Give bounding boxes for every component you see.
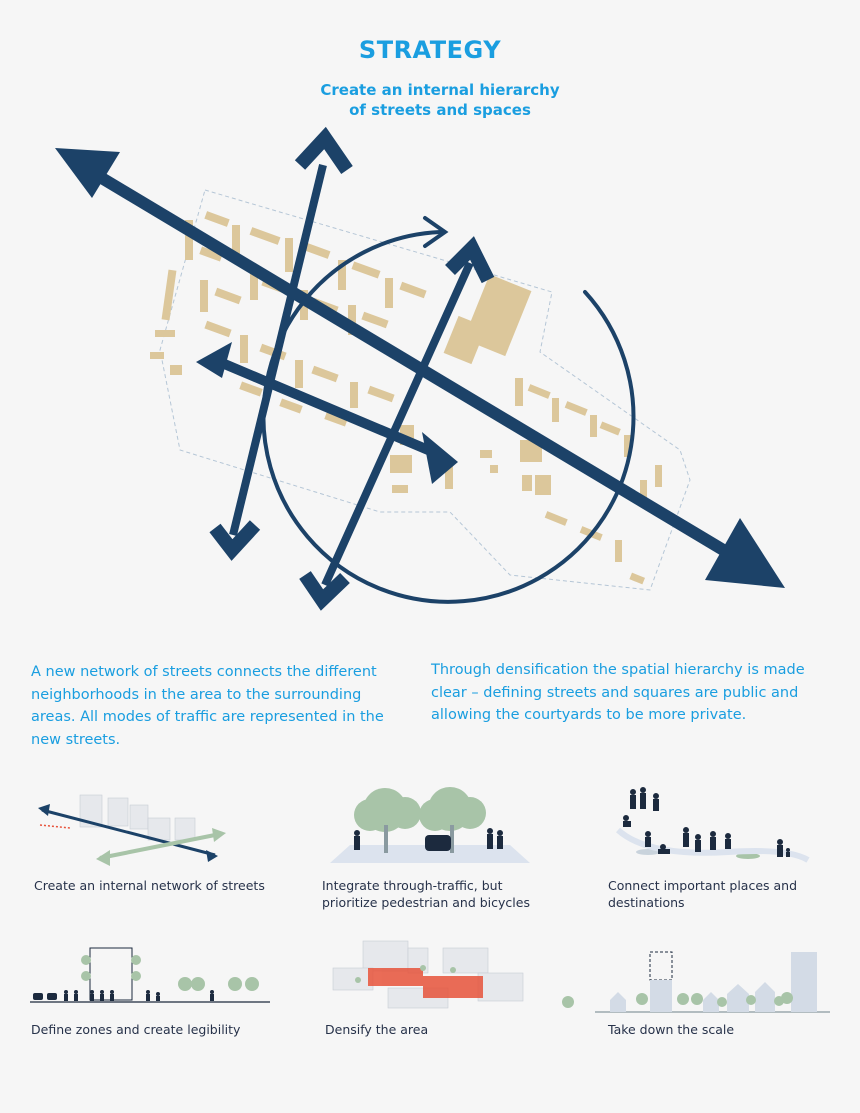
caption-connect-places: Connect important places and destination… (608, 878, 798, 910)
north-south-arrow-left (209, 126, 353, 561)
east-west-arrow (196, 342, 458, 484)
caption-densify: Densify the area (325, 1022, 429, 1037)
thumb-internal-network (38, 794, 226, 866)
thumb-densify (332, 940, 524, 1009)
page-title: STRATEGY (358, 36, 502, 64)
strategy-diagram (55, 126, 785, 611)
caption-take-down-scale: Take down the scale (608, 1022, 735, 1037)
caption-define-zones: Define zones and create legibility (31, 1022, 241, 1037)
caption-internal-network: Create an internal network of streets (34, 878, 265, 893)
main-diagonal-arrow (55, 148, 785, 588)
subtitle-line-2: of streets and spaces (349, 101, 531, 119)
paragraph-right: Through densification the spatial hierar… (431, 662, 805, 723)
caption-through-traffic: Integrate through-traffic, but prioritiz… (322, 878, 530, 910)
subtitle-line-1: Create an internal hierarchy (320, 81, 560, 99)
thumb-connect-places (615, 787, 810, 863)
north-south-arrow-right (299, 236, 495, 611)
page-subtitle: Create an internal hierarchy of streets … (230, 80, 650, 120)
site-outline (159, 189, 691, 591)
thumb-through-traffic (330, 787, 530, 863)
thumb-take-down-scale (562, 951, 830, 1013)
paragraph-left: A new network of streets connects the di… (31, 664, 384, 748)
thumb-define-zones (30, 947, 270, 1003)
